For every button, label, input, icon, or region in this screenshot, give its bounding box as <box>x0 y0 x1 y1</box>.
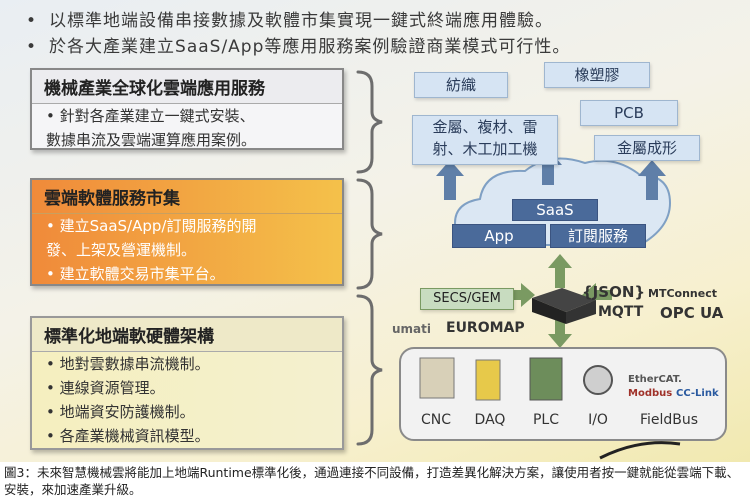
subscription-label: 訂閱服務 <box>567 227 628 245</box>
secs-gem-label: SECS/GEM <box>433 291 501 306</box>
cnc-picture <box>419 357 455 399</box>
panel-item: • 針對各產業建立一鍵式安裝、 <box>46 107 255 125</box>
saas-box: SaaS <box>512 199 598 221</box>
device-label-io: I/O <box>588 412 608 428</box>
umati-logo: umati <box>392 322 431 336</box>
bullet-2: •於各大產業建立SaaS/App等應用服務案例驗證商業模式可行性。 <box>26 37 571 57</box>
device-label-fieldbus: FieldBus <box>639 412 699 428</box>
brace-3 <box>356 294 383 446</box>
panel-item: • 地對雲數據串流機制。 <box>46 355 210 373</box>
arrow-down-gateway <box>548 318 572 348</box>
modbus-logo: Modbus <box>628 388 673 399</box>
device-label-plc: PLC <box>532 412 560 428</box>
mqtt-logo: MQTT <box>598 304 644 320</box>
app-box: App <box>452 224 546 248</box>
panel-item: 發、上架及營運機制。 <box>46 241 197 259</box>
industry-pcb-label: PCB <box>614 104 644 122</box>
panel-title: 機械產業全球化雲端應用服務 <box>32 70 342 104</box>
app-label: App <box>484 227 514 245</box>
io-picture <box>583 365 613 395</box>
opc-ua-logo: OPC UA <box>660 304 724 322</box>
json-logo: {JSON} <box>582 283 646 301</box>
cclink-logo: CC-Link <box>676 388 719 399</box>
panel-item: • 地端資安防護機制。 <box>46 403 195 421</box>
panel-item: • 建立SaaS/App/訂閱服務的開 <box>46 217 257 235</box>
brace-1 <box>356 70 383 174</box>
panel-software-marketplace: 雲端軟體服務市集 • 建立SaaS/App/訂閱服務的開 發、上架及營運機制。 … <box>30 178 344 286</box>
saas-label: SaaS <box>536 201 574 219</box>
industry-metal-forming: 金屬成形 <box>594 135 700 161</box>
panel-title: 雲端軟體服務市集 <box>32 180 342 214</box>
panel-global-cloud-services: 機械產業全球化雲端應用服務 • 針對各產業建立一鍵式安裝、 數據串流及雲端運算應… <box>30 68 344 150</box>
brace-2 <box>356 178 383 290</box>
bottom-swoosh <box>599 441 681 460</box>
panel-item: • 建立軟體交易市集平台。 <box>46 265 225 283</box>
device-label-daq: DAQ <box>474 412 506 428</box>
bullet-2-text: 於各大產業建立SaaS/App等應用服務案例驗證商業模式可行性。 <box>49 37 571 57</box>
industry-metal-line-1: 金屬、複材、雷 <box>432 118 538 136</box>
subscription-box: 訂閱服務 <box>550 224 646 248</box>
slide: •以標準地端設備串接數據及軟體市集實現一鍵式終端應用體驗。 •於各大產業建立Sa… <box>0 0 750 462</box>
industry-textile-label: 紡織 <box>445 76 476 94</box>
diagram-graphics <box>356 70 727 460</box>
panel-item: 數據串流及雲端運算應用案例。 <box>46 131 257 149</box>
plc-picture <box>529 357 563 401</box>
arrow-up-gateway <box>548 254 572 288</box>
arrow-up-right <box>638 160 666 200</box>
bullet-1: •以標準地端設備串接數據及軟體市集實現一鍵式終端應用體驗。 <box>26 11 554 31</box>
panel-title: 標準化地端軟硬體架構 <box>32 318 342 352</box>
industry-textile: 紡織 <box>414 72 508 98</box>
arrow-left-protocol <box>505 283 535 307</box>
industry-pcb: PCB <box>580 100 678 126</box>
industry-plastic: 橡塑膠 <box>544 62 650 88</box>
industry-metal: 金屬、複材、雷 射、木工加工機 <box>412 115 558 165</box>
panel-edge-architecture: 標準化地端軟硬體架構 • 地對雲數據串流機制。 • 連線資源管理。 • 地端資安… <box>30 316 344 450</box>
panel-item: • 各產業機械資訊模型。 <box>46 427 210 445</box>
secs-gem-box: SECS/GEM <box>420 288 514 310</box>
industry-metal-forming-label: 金屬成形 <box>616 139 677 157</box>
figure-caption: 圖3：未來智慧機械雲將能加上地端Runtime標準化後，通過連接不同設備，打造差… <box>0 462 750 503</box>
panel-item: • 連線資源管理。 <box>46 379 165 397</box>
gateway-device <box>532 288 596 324</box>
arrow-up-left <box>436 160 464 200</box>
daq-picture <box>475 359 501 401</box>
ethercat-logo: EtherCAT. <box>628 374 682 385</box>
bullet-1-text: 以標準地端設備串接數據及軟體市集實現一鍵式終端應用體驗。 <box>49 11 554 31</box>
device-label-cnc: CNC <box>420 412 452 428</box>
industry-plastic-label: 橡塑膠 <box>574 66 620 84</box>
euromap-logo: EUROMAP <box>446 320 525 336</box>
industry-metal-line-2: 射、木工加工機 <box>432 140 538 158</box>
mtconnect-logo: MTConnect <box>648 287 717 300</box>
